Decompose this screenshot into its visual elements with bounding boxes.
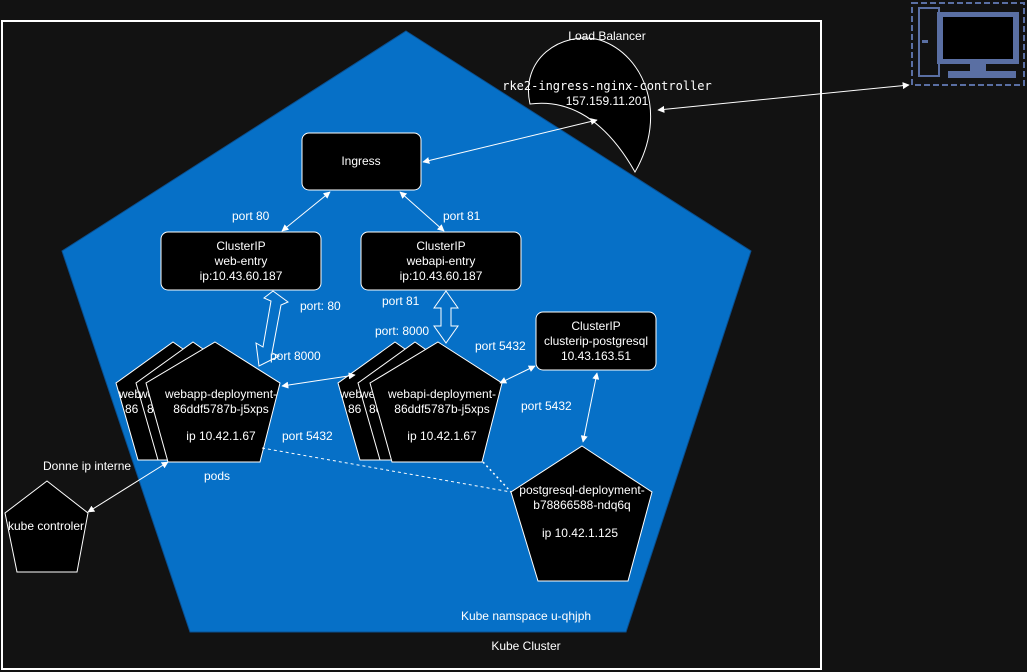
- webapi-pod-name-2: 86ddf5787b-j5xps: [394, 402, 489, 416]
- web-entry-service[interactable]: [160, 231, 322, 291]
- postgres-service-ip: 10.43.163.51: [561, 349, 631, 363]
- webapi-pod-back-1-line2: 86: [348, 402, 362, 416]
- postgres-pod[interactable]: [510, 445, 653, 582]
- webapp-pod-back-1-line2: 86: [125, 402, 139, 416]
- edge-webapi-postgres-dotted: [482, 461, 512, 493]
- webapp-pods-group: web 86 web 86 webapp-deployment- 86ddf57…: [115, 341, 281, 463]
- webapi-pod-back-1-line1: web: [339, 387, 362, 401]
- web-entry-name: web-entry: [214, 254, 268, 268]
- edge-webapi-webapp: [281, 372, 356, 389]
- edge-web-entry-webapp: [255, 290, 290, 367]
- port-label-8000-colon: port: 8000: [375, 324, 429, 338]
- internal-ip-label: Donne ip interne: [43, 459, 131, 473]
- port-label-5432-a: port 5432: [475, 339, 526, 353]
- ingress-controller-name: rke2-ingress-nginx-controller: [502, 79, 712, 93]
- ingress-controller-ip: 157.159.11.201: [566, 94, 649, 108]
- edge-ingress-webapi-entry: [399, 191, 445, 232]
- edge-webapi-postgres-service: [499, 365, 536, 384]
- postgres-service-type: ClusterIP: [571, 319, 620, 333]
- web-entry-ip: ip:10.43.60.187: [200, 269, 283, 283]
- port-label-5432-c: port 5432: [282, 429, 333, 443]
- webapi-entry-type: ClusterIP: [416, 239, 465, 253]
- desktop-computer-icon: [911, 2, 1025, 86]
- webapp-pod-name-1: webapp-deployment-: [164, 387, 277, 401]
- namespace-label: Kube namspace u-qhjph: [461, 609, 591, 623]
- web-entry-type: ClusterIP: [216, 239, 265, 253]
- webapi-pod-ip: ip 10.42.1.67: [407, 429, 477, 443]
- kube-controller-label: kube controler: [8, 519, 84, 533]
- edge-webapp-postgres-dotted: [261, 447, 512, 493]
- postgres-service-name: clusterip-postgresql: [544, 334, 648, 348]
- port-label-5432-b: port 5432: [521, 399, 572, 413]
- postgres-pod-name-1: postgresql-deployment-: [519, 483, 644, 497]
- edge-webapi-entry-webapi: [433, 290, 459, 344]
- webapi-pod[interactable]: [369, 341, 503, 463]
- postgres-service[interactable]: [535, 311, 657, 371]
- webapi-entry-service[interactable]: [360, 231, 522, 291]
- postgres-pod-ip: ip 10.42.1.125: [542, 526, 618, 540]
- port-label-8000: port 8000: [270, 349, 321, 363]
- webapp-pod-back-1-line1: web: [118, 387, 141, 401]
- load-balancer-label: Load Balancer: [568, 29, 645, 43]
- ingress-node[interactable]: [301, 132, 422, 191]
- kube-cluster-frame: [1, 20, 822, 670]
- webapp-pod-name-2: 86ddf5787b-j5xps: [173, 402, 268, 416]
- port-label-80: port 80: [232, 209, 270, 223]
- webapi-pod-name-1: webapi-deployment-: [387, 387, 496, 401]
- webapp-pod[interactable]: [145, 341, 281, 463]
- ingress-label: Ingress: [341, 154, 380, 168]
- edge-loadbalancer-ingress: [422, 118, 598, 164]
- postgres-pod-name-2: b78866588-ndq6q: [533, 498, 630, 512]
- edge-controller-webapp: [87, 461, 169, 513]
- webapi-pods-group: web 86 web 86 webapi-deployment- 86ddf57…: [337, 341, 503, 463]
- port-label-81: port 81: [443, 209, 481, 223]
- kube-cluster-label: Kube Cluster: [491, 639, 560, 653]
- port-label-80-colon: port: 80: [300, 299, 341, 313]
- port-label-81-b: port 81: [382, 294, 420, 308]
- pods-label: pods: [204, 469, 230, 483]
- webapi-entry-name: webapi-entry: [406, 254, 476, 268]
- edge-client-loadbalancer: [657, 82, 910, 113]
- kube-controller-node[interactable]: [4, 480, 89, 573]
- webapi-entry-ip: ip:10.43.60.187: [400, 269, 483, 283]
- edge-ingress-web-entry: [281, 191, 331, 232]
- webapp-pod-ip: ip 10.42.1.67: [186, 429, 256, 443]
- edge-postgres-service-pod: [580, 372, 600, 443]
- load-balancer-shape: [528, 37, 651, 174]
